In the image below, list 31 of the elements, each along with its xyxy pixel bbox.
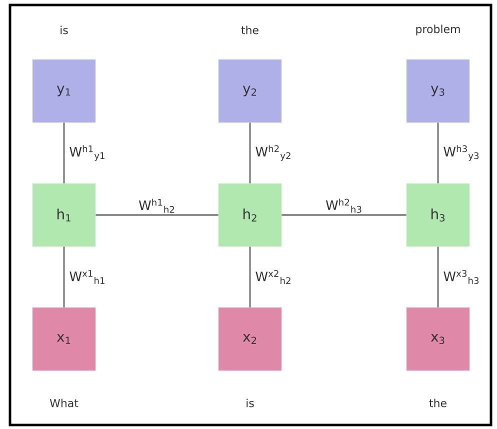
square-box: h$_{2}$ [218, 184, 282, 246]
word-label: What [50, 398, 78, 408]
connector-line [437, 122, 439, 184]
square-box: x$_{1}$ [32, 308, 96, 370]
square-box: y$_{1}$ [32, 60, 96, 122]
connector-line [249, 122, 251, 184]
connector-line [63, 122, 65, 184]
word-label: the [429, 398, 446, 408]
word-label: problem [416, 24, 460, 36]
square-box: y$_{3}$ [406, 60, 470, 122]
edge-label: W$^{x3}$h3 [442, 269, 481, 285]
square-box: h$_{1}$ [32, 184, 96, 246]
connector-line [63, 246, 65, 308]
square-box: h$_{3}$ [406, 184, 470, 246]
edge-label: W$^{h1}$h2 [138, 198, 176, 214]
square-box: x$_{3}$ [406, 308, 470, 370]
word-label: is [60, 26, 68, 34]
connector-line [282, 214, 406, 216]
connector-line [437, 246, 439, 308]
word-label: is [246, 398, 254, 408]
connector-line [96, 214, 218, 216]
edge-label: W$^{h1}$y1 [68, 144, 107, 162]
edge-label: W$^{h3}$y3 [442, 144, 481, 162]
edge-label: W$^{h2}$h3 [324, 198, 364, 214]
word-label: the [241, 26, 258, 34]
square-box: x$_{2}$ [218, 308, 282, 370]
connector-line [249, 246, 251, 308]
edge-label: W$^{h2}$y2 [254, 144, 293, 162]
edge-label: W$^{x1}$h1 [68, 269, 107, 285]
square-box: y$_{2}$ [218, 60, 282, 122]
edge-label: W$^{x2}$h2 [254, 269, 293, 285]
